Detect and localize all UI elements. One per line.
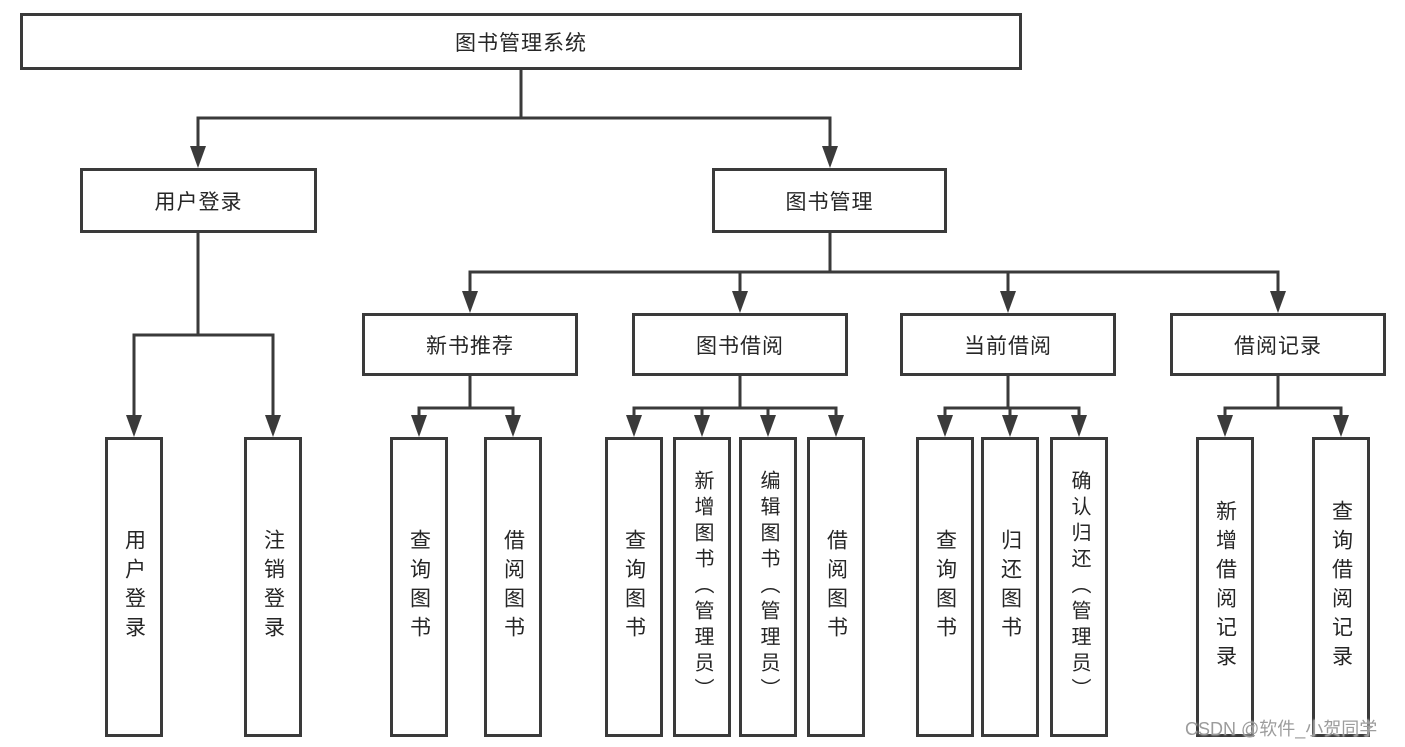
leaf-recommend-query-book-label: 查询图书 [407, 529, 431, 645]
node-borrow-records-label: 借阅记录 [1234, 334, 1322, 358]
leaf-borrow-borrow-book: 借阅图书 [807, 437, 865, 737]
csdn-watermark: CSDN @软件_小贺同学 [1185, 719, 1378, 739]
leaf-current-query-book: 查询图书 [916, 437, 974, 737]
leaf-borrow-add-book-label: 新增图书（管理员） [691, 470, 713, 704]
leaf-logout-label: 注销登录 [261, 529, 285, 645]
leaf-recommend-borrow-book-label: 借阅图书 [501, 529, 525, 645]
leaf-borrow-edit-book-label: 编辑图书（管理员） [757, 470, 779, 704]
node-root-system: 图书管理系统 [20, 13, 1022, 70]
node-book-borrow: 图书借阅 [632, 313, 848, 376]
leaf-current-confirm-return-label: 确认归还（管理员） [1068, 470, 1090, 704]
leaf-recommend-query-book: 查询图书 [390, 437, 448, 737]
connector-path [132, 69, 1343, 421]
node-borrow-records: 借阅记录 [1170, 313, 1386, 376]
leaf-current-query-book-label: 查询图书 [933, 529, 957, 645]
leaf-borrow-query-book: 查询图书 [605, 437, 663, 737]
node-book-borrow-label: 图书借阅 [696, 334, 784, 358]
leaf-borrow-add-book: 新增图书（管理员） [673, 437, 731, 737]
leaf-borrow-borrow-book-label: 借阅图书 [824, 529, 848, 645]
leaf-user-login-label: 用户登录 [122, 529, 146, 645]
node-new-book-recommend-label: 新书推荐 [426, 334, 514, 358]
leaf-records-add-record: 新增借阅记录 [1196, 437, 1254, 737]
leaf-current-confirm-return: 确认归还（管理员） [1050, 437, 1108, 737]
leaf-records-query-record: 查询借阅记录 [1312, 437, 1370, 737]
leaf-recommend-borrow-book: 借阅图书 [484, 437, 542, 737]
arrowheads [126, 146, 1349, 437]
node-current-borrow-label: 当前借阅 [964, 334, 1052, 358]
node-book-management-label: 图书管理 [785, 190, 874, 214]
leaf-records-query-record-label: 查询借阅记录 [1329, 500, 1353, 674]
leaf-user-login: 用户登录 [105, 437, 163, 737]
node-user-login-label: 用户登录 [154, 190, 243, 214]
node-book-management: 图书管理 [712, 168, 947, 233]
node-current-borrow: 当前借阅 [900, 313, 1116, 376]
node-new-book-recommend: 新书推荐 [362, 313, 578, 376]
leaf-logout: 注销登录 [244, 437, 302, 737]
leaf-borrow-query-book-label: 查询图书 [622, 529, 646, 645]
leaf-records-add-record-label: 新增借阅记录 [1213, 500, 1237, 674]
node-user-login: 用户登录 [80, 168, 317, 233]
node-root-label: 图书管理系统 [455, 31, 587, 55]
leaf-current-return-book-label: 归还图书 [998, 529, 1022, 645]
leaf-current-return-book: 归还图书 [981, 437, 1039, 737]
leaf-borrow-edit-book: 编辑图书（管理员） [739, 437, 797, 737]
